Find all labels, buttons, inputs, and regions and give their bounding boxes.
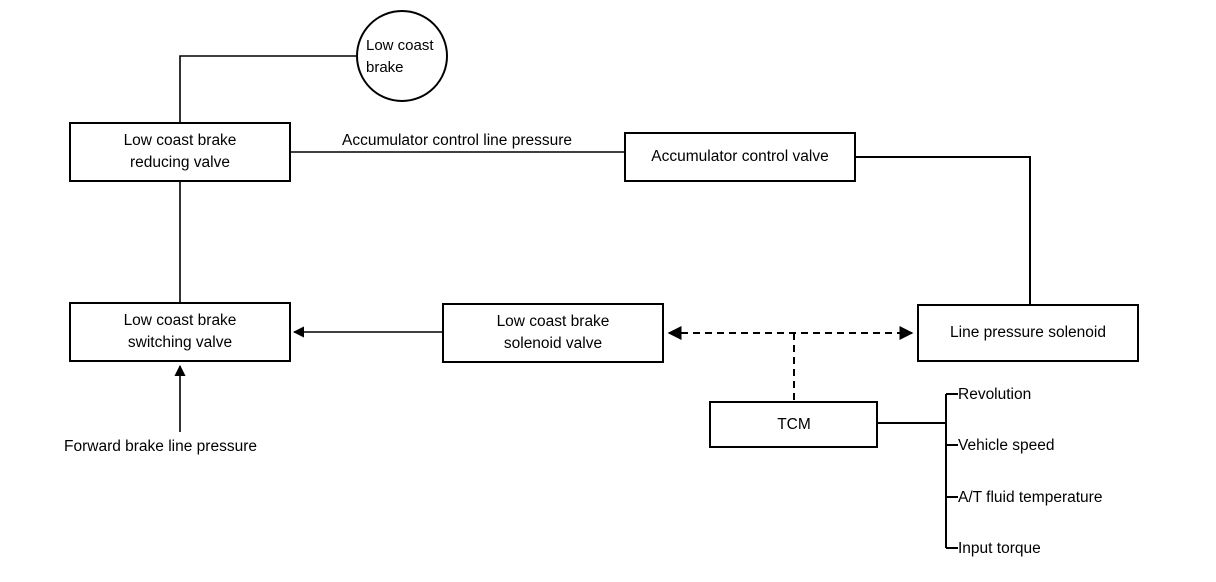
node-tcm[interactable]: TCM	[709, 401, 878, 448]
solenoid-valve-box	[442, 303, 664, 363]
reducing-valve-label-line2: reducing valve	[130, 154, 230, 171]
solenoid-valve-label-line1: Low coast brake	[497, 313, 610, 330]
tcm-label: TCM	[777, 416, 811, 433]
node-reducing-valve[interactable]: Low coast brake reducing valve	[69, 122, 291, 182]
edge-label-forward-brake-line-pressure: Forward brake line pressure	[64, 438, 257, 455]
tcm-input-label-at-fluid-temperature: A/T fluid temperature	[958, 489, 1102, 506]
low-coast-brake-label-line1: Low coast	[366, 37, 434, 54]
tcm-box	[709, 401, 878, 448]
low-coast-brake-label-line2: brake	[366, 59, 404, 76]
reducing-valve-box	[69, 122, 291, 182]
node-solenoid-valve[interactable]: Low coast brake solenoid valve	[442, 303, 664, 363]
tcm-input-label-input-torque: Input torque	[958, 540, 1041, 557]
edge-label-accumulator-control-line-pressure: Accumulator control line pressure	[342, 132, 572, 149]
connector-accumulator-to-line-pressure-solenoid	[855, 156, 1031, 305]
accumulator-control-valve-label: Accumulator control valve	[651, 148, 828, 165]
reducing-valve-label-line1: Low coast brake	[124, 132, 237, 149]
switching-valve-label-line2: switching valve	[128, 334, 232, 351]
low-coast-brake-circle	[356, 10, 448, 102]
node-accumulator-control-valve[interactable]: Accumulator control valve	[624, 132, 856, 182]
solenoid-valve-label-line2: solenoid valve	[504, 335, 602, 352]
connector-brake-to-reducing-valve	[179, 55, 357, 123]
tcm-input-label-vehicle-speed: Vehicle speed	[958, 437, 1055, 454]
tcm-input-label-revolution: Revolution	[958, 386, 1031, 403]
node-line-pressure-solenoid[interactable]: Line pressure solenoid	[917, 304, 1139, 362]
switching-valve-box	[69, 302, 291, 362]
node-low-coast-brake[interactable]: Low coast brake	[356, 10, 448, 102]
node-switching-valve[interactable]: Low coast brake switching valve	[69, 302, 291, 362]
switching-valve-label-line1: Low coast brake	[124, 312, 237, 329]
line-pressure-solenoid-box	[917, 304, 1139, 362]
accumulator-control-valve-box	[624, 132, 856, 182]
line-pressure-solenoid-label: Line pressure solenoid	[950, 324, 1106, 341]
